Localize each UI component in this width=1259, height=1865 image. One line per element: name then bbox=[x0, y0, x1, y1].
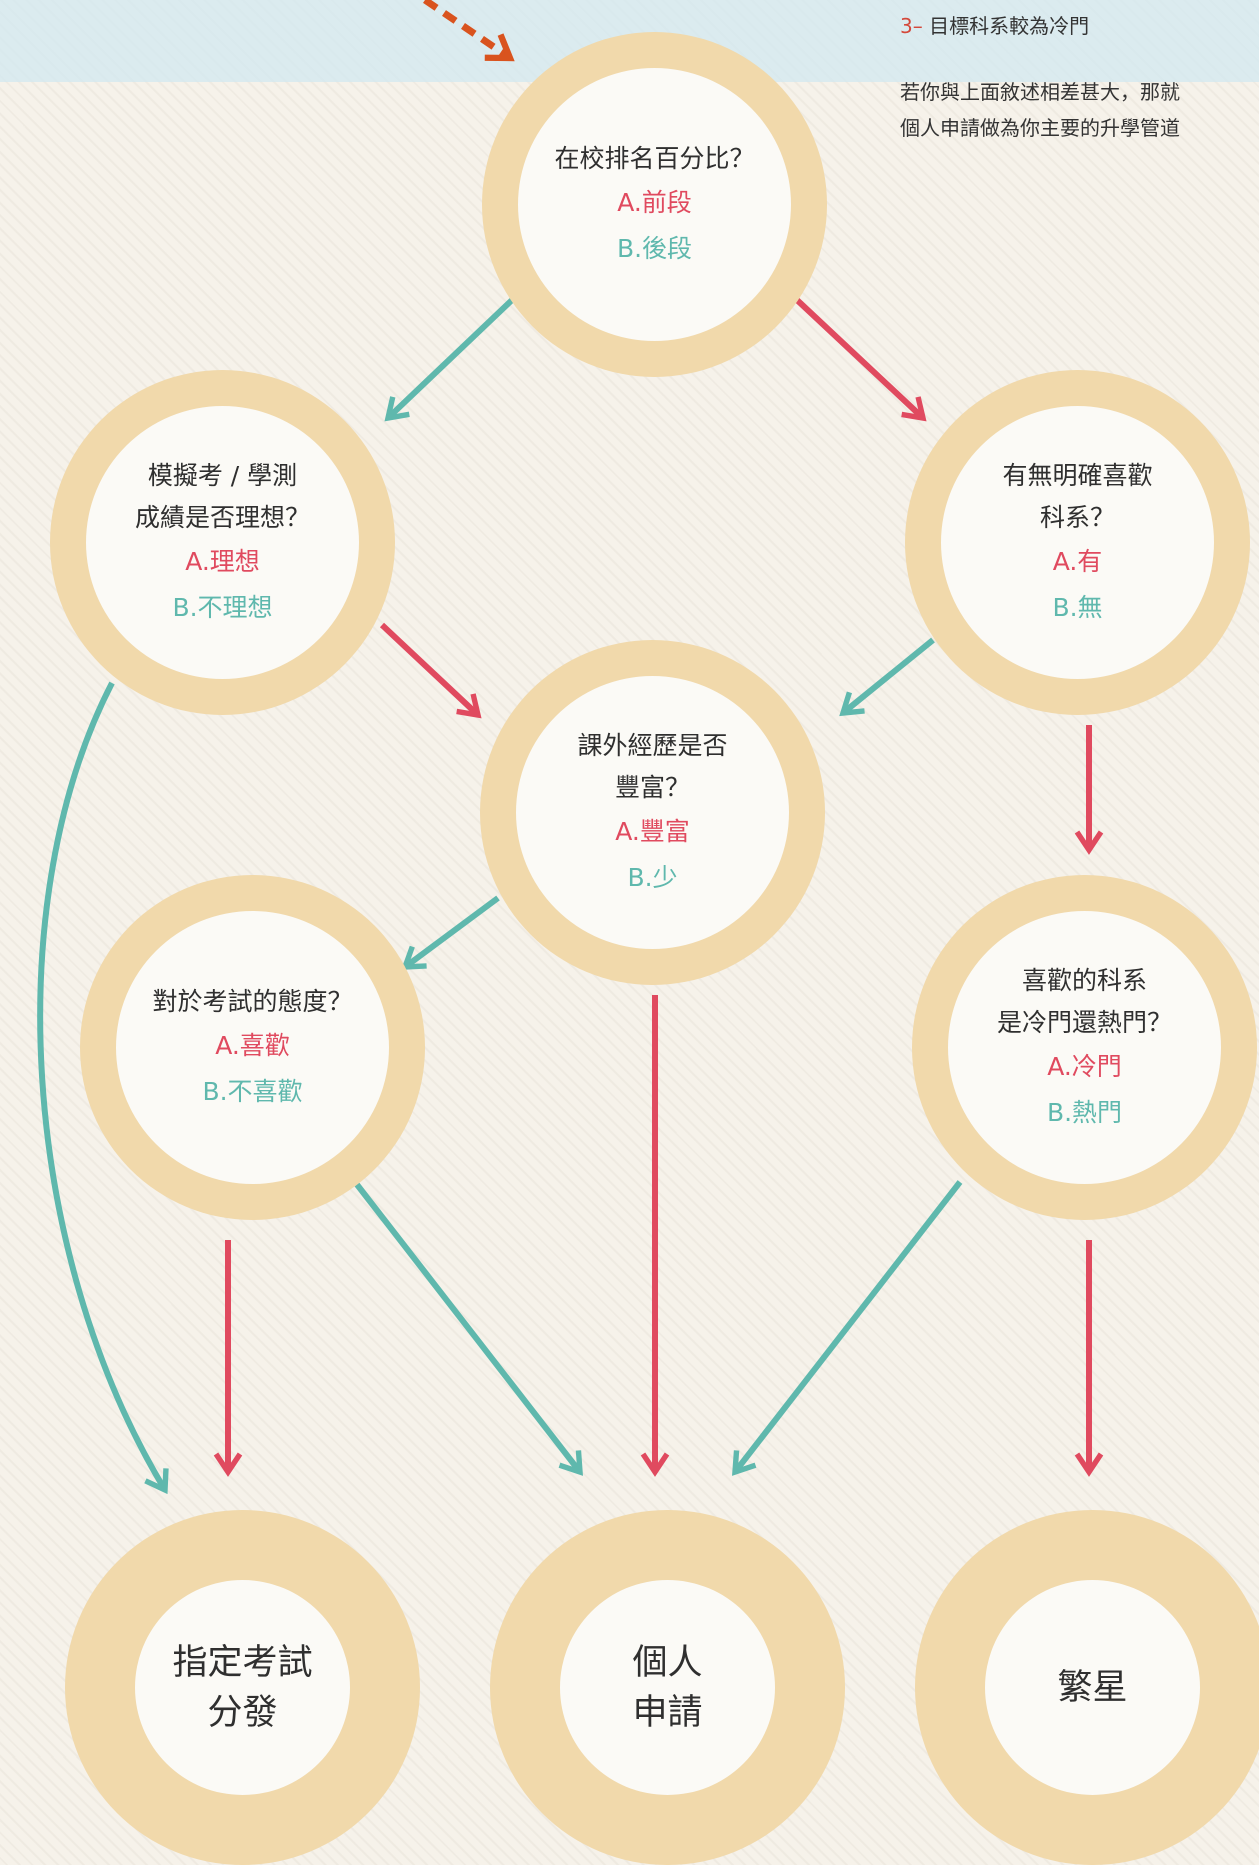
question-rank: 在校排名百分比？ A.前段 B.後段 bbox=[482, 32, 827, 377]
outcome-label: 繁星 bbox=[1057, 1667, 1128, 1708]
answer-b: B.少 bbox=[627, 862, 678, 892]
arrow-rank-a-to-clear-major bbox=[794, 297, 927, 422]
question-title-line-2: 豐富？ bbox=[614, 772, 690, 802]
arrow-mock-a-to-extracurricular bbox=[379, 622, 482, 719]
question-clear-major: 有無明確喜歡 科系？ A.有 B.無 bbox=[905, 370, 1250, 715]
note-conclusion-line-1: 若你與上面敘述相差甚大，那就 bbox=[900, 80, 1180, 104]
answer-b: B.後段 bbox=[616, 233, 693, 263]
answer-b: B.不喜歡 bbox=[202, 1076, 303, 1106]
answer-a: A.冷門 bbox=[1047, 1051, 1122, 1081]
outcome-label-line-1: 個人 bbox=[632, 1642, 703, 1683]
note-conclusion-line-2: 個人申請做為你主要的升學管道 bbox=[900, 116, 1180, 140]
answer-a: A.喜歡 bbox=[215, 1030, 290, 1060]
lead-in-arrow bbox=[423, 0, 515, 62]
note-item-3: 3– 目標科系較為冷門 bbox=[900, 8, 1089, 44]
answer-a: A.豐富 bbox=[615, 816, 690, 846]
question-title-line-1: 課外經歷是否 bbox=[577, 730, 728, 760]
answer-a: A.理想 bbox=[185, 546, 260, 576]
answer-a: A.前段 bbox=[617, 187, 692, 217]
question-title-line-1: 有無明確喜歡 bbox=[1002, 460, 1153, 490]
question-extracurricular: 課外經歷是否 豐富？ A.豐富 B.少 bbox=[480, 640, 825, 985]
answer-b: B.熱門 bbox=[1046, 1097, 1123, 1127]
question-title-line-2: 成績是否理想？ bbox=[134, 502, 310, 532]
question-title: 在校排名百分比？ bbox=[554, 143, 755, 173]
question-mock-exam: 模擬考 / 學測 成績是否理想？ A.理想 B.不理想 bbox=[50, 370, 395, 715]
flowchart-arrows bbox=[37, 0, 1104, 1495]
outcome-label-line-1: 指定考試 bbox=[172, 1642, 313, 1683]
note-item-3-number: 3– bbox=[900, 14, 923, 38]
question-title-line-1: 喜歡的科系 bbox=[1021, 965, 1147, 995]
arrow-clear-major-b-to-extracurricular bbox=[839, 637, 935, 717]
question-major-popularity: 喜歡的科系 是冷門還熱門？ A.冷門 B.熱門 bbox=[912, 875, 1257, 1220]
outcome-personal-application: 個人 申請 bbox=[490, 1510, 845, 1865]
question-title-line-2: 科系？ bbox=[1039, 502, 1115, 532]
arrow-popularity-b-to-personal-application bbox=[732, 1180, 963, 1476]
arrow-rank-b-to-mock-exam bbox=[384, 297, 515, 422]
outcome-label-line-2: 申請 bbox=[632, 1692, 703, 1733]
question-exam-attitude: 對於考試的態度？ A.喜歡 B.不喜歡 bbox=[80, 875, 425, 1220]
outcome-label-line-2: 分發 bbox=[207, 1692, 278, 1733]
question-title-line-1: 模擬考 / 學測 bbox=[147, 460, 298, 490]
answer-a: A.有 bbox=[1052, 546, 1103, 576]
arrow-extracurricular-b-to-exam-attitude bbox=[401, 895, 500, 970]
answer-b: B.不理想 bbox=[172, 592, 273, 622]
outcome-star-plan: 繁星 bbox=[915, 1510, 1259, 1865]
answer-b: B.無 bbox=[1052, 592, 1103, 622]
note-item-3-text: 目標科系較為冷門 bbox=[929, 14, 1090, 38]
arrow-mock-b-to-designated-exam bbox=[37, 681, 169, 1495]
arrow-exam-attitude-b-to-personal-application bbox=[352, 1180, 583, 1476]
outcome-designated-exam: 指定考試 分發 bbox=[65, 1510, 420, 1865]
question-title-line-2: 是冷門還熱門？ bbox=[996, 1007, 1172, 1037]
question-title: 對於考試的態度？ bbox=[152, 986, 353, 1016]
